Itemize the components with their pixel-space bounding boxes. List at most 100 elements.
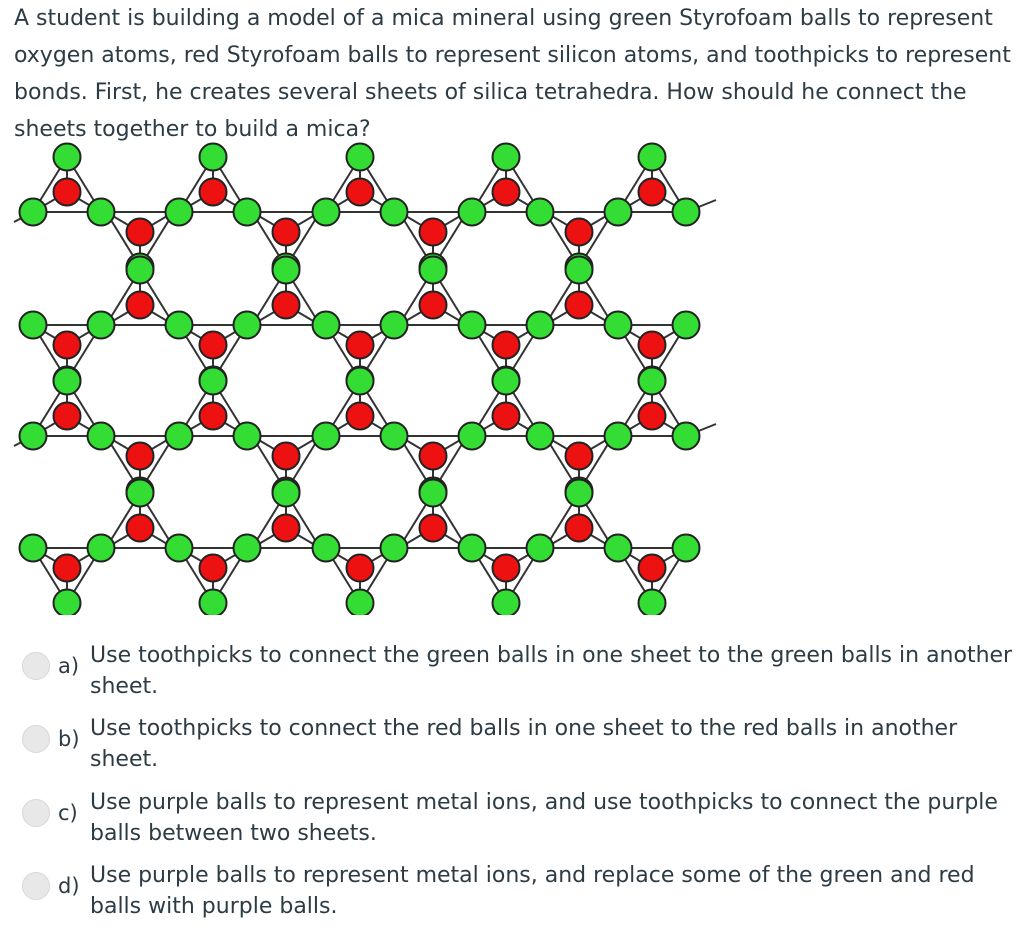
oxygen-atom	[125, 478, 155, 508]
silicon-atom	[52, 177, 82, 207]
silicon-atom	[345, 177, 375, 207]
silicon-atom	[637, 330, 667, 360]
oxygen-atom	[671, 533, 701, 563]
silicon-atom	[198, 177, 228, 207]
oxygen-atom	[86, 533, 116, 563]
oxygen-atom	[311, 533, 341, 563]
answer-text-d: Use purple balls to represent metal ions…	[90, 863, 975, 919]
silicon-atom	[491, 330, 521, 360]
oxygen-atom	[603, 197, 633, 227]
oxygen-atom	[345, 588, 375, 615]
silicon-atom	[271, 217, 301, 247]
oxygen-atom	[52, 366, 82, 396]
oxygen-atom	[637, 366, 667, 396]
silicon-atom	[198, 553, 228, 583]
oxygen-atom	[418, 478, 448, 508]
oxygen-atom	[491, 366, 521, 396]
silicon-atom	[491, 553, 521, 583]
oxygen-atom	[603, 533, 633, 563]
oxygen-atom	[564, 255, 594, 285]
oxygen-atom	[198, 366, 228, 396]
answer-letter-a: a)	[58, 654, 80, 678]
silicon-atom	[198, 401, 228, 431]
silicon-atom	[564, 217, 594, 247]
oxygen-atom	[345, 366, 375, 396]
oxygen-atom	[232, 533, 262, 563]
silicon-atom	[271, 513, 301, 543]
oxygen-atom	[52, 142, 82, 172]
oxygen-atom	[379, 197, 409, 227]
oxygen-atom	[525, 533, 555, 563]
silicon-atom	[345, 401, 375, 431]
oxygen-atom	[18, 533, 48, 563]
radio-button-b[interactable]	[22, 725, 50, 753]
answer-option-b[interactable]: b) Use toothpicks to connect the red bal…	[18, 709, 1018, 777]
silicon-atom	[52, 330, 82, 360]
oxygen-atom	[18, 421, 48, 451]
oxygen-atom	[379, 310, 409, 340]
oxygen-atom	[345, 142, 375, 172]
oxygen-atom	[86, 310, 116, 340]
silicon-atom	[345, 330, 375, 360]
oxygen-atom	[418, 255, 448, 285]
answer-text-a: Use toothpicks to connect the green ball…	[90, 643, 1013, 699]
answer-option-a[interactable]: a) Use toothpicks to connect the green b…	[18, 636, 1018, 704]
answer-letter-d: d)	[58, 874, 80, 898]
silicon-atom	[198, 330, 228, 360]
oxygen-atom	[271, 478, 301, 508]
oxygen-atom	[671, 197, 701, 227]
oxygen-atom	[164, 421, 194, 451]
radio-button-a[interactable]	[22, 652, 50, 680]
oxygen-atom	[603, 310, 633, 340]
silicon-atom	[52, 401, 82, 431]
oxygen-atom	[52, 588, 82, 615]
silicon-atom	[418, 290, 448, 320]
oxygen-atom	[198, 588, 228, 615]
oxygen-atom	[671, 421, 701, 451]
oxygen-atom	[525, 197, 555, 227]
oxygen-atom	[311, 197, 341, 227]
answer-letter-c: c)	[58, 801, 78, 825]
silicon-atom	[418, 441, 448, 471]
oxygen-atom	[232, 310, 262, 340]
silicon-atom	[271, 441, 301, 471]
silicon-atom	[637, 177, 667, 207]
oxygen-atom	[125, 255, 155, 285]
radio-button-c[interactable]	[22, 799, 50, 827]
silicon-atom	[125, 217, 155, 247]
oxygen-atom	[86, 197, 116, 227]
answer-option-d[interactable]: d) Use purple balls to represent metal i…	[18, 856, 1018, 924]
oxygen-atom	[457, 533, 487, 563]
silicon-atom	[491, 401, 521, 431]
oxygen-atom	[564, 478, 594, 508]
oxygen-atom	[164, 310, 194, 340]
oxygen-atom	[457, 310, 487, 340]
answer-letter-b: b)	[58, 727, 80, 751]
silicon-atom	[491, 177, 521, 207]
silicon-atom	[271, 290, 301, 320]
silicon-atom	[125, 513, 155, 543]
silicon-atom	[637, 553, 667, 583]
oxygen-atom	[637, 142, 667, 172]
silicon-atom	[125, 441, 155, 471]
atoms-layer	[18, 142, 701, 615]
oxygen-atom	[491, 588, 521, 615]
oxygen-atom	[232, 421, 262, 451]
oxygen-atom	[232, 197, 262, 227]
silicon-atom	[345, 553, 375, 583]
silicon-atom	[418, 513, 448, 543]
silicon-atom	[418, 217, 448, 247]
oxygen-atom	[271, 255, 301, 285]
oxygen-atom	[164, 197, 194, 227]
radio-button-d[interactable]	[22, 872, 50, 900]
silicon-atom	[52, 553, 82, 583]
oxygen-atom	[525, 310, 555, 340]
oxygen-atom	[603, 421, 633, 451]
oxygen-atom	[671, 310, 701, 340]
oxygen-atom	[379, 421, 409, 451]
silicon-atom	[125, 290, 155, 320]
oxygen-atom	[379, 533, 409, 563]
oxygen-atom	[491, 142, 521, 172]
answer-option-c[interactable]: c) Use purple balls to represent metal i…	[18, 783, 1018, 851]
silicon-atom	[564, 513, 594, 543]
